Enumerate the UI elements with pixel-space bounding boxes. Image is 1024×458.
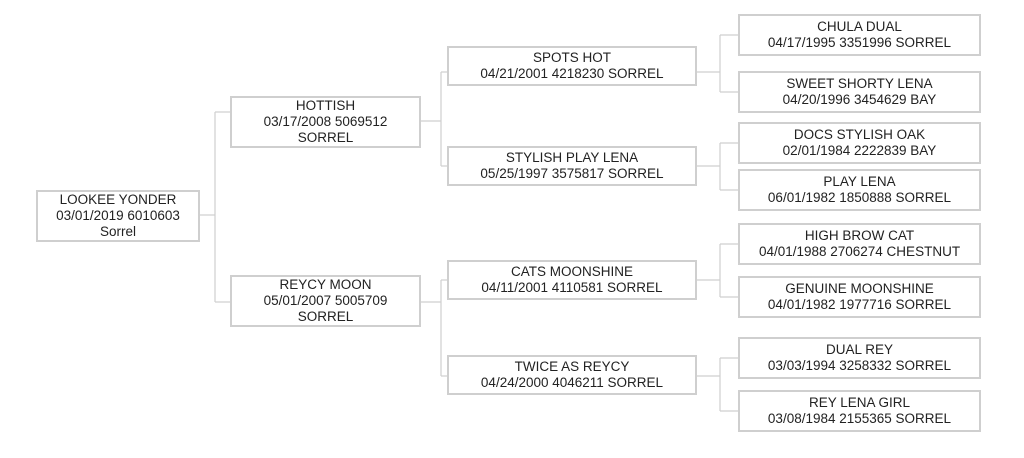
ggp-details: 04/20/1996 3454629 BAY	[782, 92, 937, 107]
sire-sire-name: SPOTS HOT	[532, 50, 611, 65]
subject-name: LOOKEE YONDER	[59, 192, 177, 207]
sire-details: 03/17/2008 5069512	[263, 114, 388, 129]
ggp-name: REY LENA GIRL	[808, 395, 911, 410]
ggp-name: CHULA DUAL	[817, 19, 902, 34]
ggp-details: 03/08/1984 2155365 SORREL	[767, 411, 952, 426]
dam-dam-details: 04/24/2000 4046211 SORREL	[480, 375, 664, 390]
sire-name: HOTTISH	[295, 98, 356, 113]
ggp-node-4: PLAY LENA 06/01/1982 1850888 SORREL	[738, 169, 981, 211]
sire-dam-details: 05/25/1997 3575817 SORREL	[480, 166, 664, 181]
dam-sire-node: CATS MOONSHINE 04/11/2001 4110581 SORREL	[447, 260, 697, 300]
dam-sire-details: 04/11/2001 4110581 SORREL	[481, 280, 663, 295]
ggp-name: PLAY LENA	[823, 174, 896, 189]
ggp-node-6: GENUINE MOONSHINE 04/01/1982 1977716 SOR…	[738, 276, 981, 318]
dam-node: REYCY MOON 05/01/2007 5005709 SORREL	[230, 275, 421, 327]
ggp-node-3: DOCS STYLISH OAK 02/01/1984 2222839 BAY	[738, 122, 981, 164]
ggp-details: 04/01/1988 2706274 CHESTNUT	[758, 244, 961, 259]
subject-color: Sorrel	[99, 224, 136, 239]
ggp-node-8: REY LENA GIRL 03/08/1984 2155365 SORREL	[738, 390, 981, 432]
ggp-name: DUAL REY	[825, 342, 894, 357]
dam-sire-name: CATS MOONSHINE	[510, 264, 633, 279]
subject-details: 03/01/2019 6010603	[56, 208, 180, 223]
ggp-node-1: CHULA DUAL 04/17/1995 3351996 SORREL	[738, 14, 981, 56]
sire-node: HOTTISH 03/17/2008 5069512 SORREL	[230, 96, 421, 148]
dam-dam-name: TWICE AS REYCY	[514, 359, 630, 374]
ggp-details: 03/03/1994 3258332 SORREL	[767, 358, 952, 373]
sire-color: SORREL	[297, 130, 354, 145]
ggp-details: 04/01/1982 1977716 SORREL	[767, 297, 952, 312]
sire-dam-name: STYLISH PLAY LENA	[505, 150, 639, 165]
ggp-name: HIGH BROW CAT	[804, 228, 915, 243]
ggp-details: 06/01/1982 1850888 SORREL	[767, 190, 952, 205]
ggp-name: DOCS STYLISH OAK	[793, 127, 926, 142]
ggp-node-5: HIGH BROW CAT 04/01/1988 2706274 CHESTNU…	[738, 223, 981, 265]
sire-sire-details: 04/21/2001 4218230 SORREL	[480, 66, 664, 81]
dam-details: 05/01/2007 5005709	[263, 293, 388, 308]
dam-color: SORREL	[297, 309, 354, 324]
ggp-node-2: SWEET SHORTY LENA 04/20/1996 3454629 BAY	[738, 71, 981, 113]
dam-dam-node: TWICE AS REYCY 04/24/2000 4046211 SORREL	[447, 355, 697, 395]
sire-dam-node: STYLISH PLAY LENA 05/25/1997 3575817 SOR…	[447, 146, 697, 186]
ggp-details: 02/01/1984 2222839 BAY	[782, 143, 937, 158]
ggp-node-7: DUAL REY 03/03/1994 3258332 SORREL	[738, 337, 981, 379]
subject-node: LOOKEE YONDER 03/01/2019 6010603 Sorrel	[36, 190, 200, 242]
sire-sire-node: SPOTS HOT 04/21/2001 4218230 SORREL	[447, 46, 697, 86]
ggp-name: GENUINE MOONSHINE	[785, 281, 934, 296]
ggp-name: SWEET SHORTY LENA	[786, 76, 933, 91]
dam-name: REYCY MOON	[279, 277, 372, 292]
ggp-details: 04/17/1995 3351996 SORREL	[767, 35, 952, 50]
